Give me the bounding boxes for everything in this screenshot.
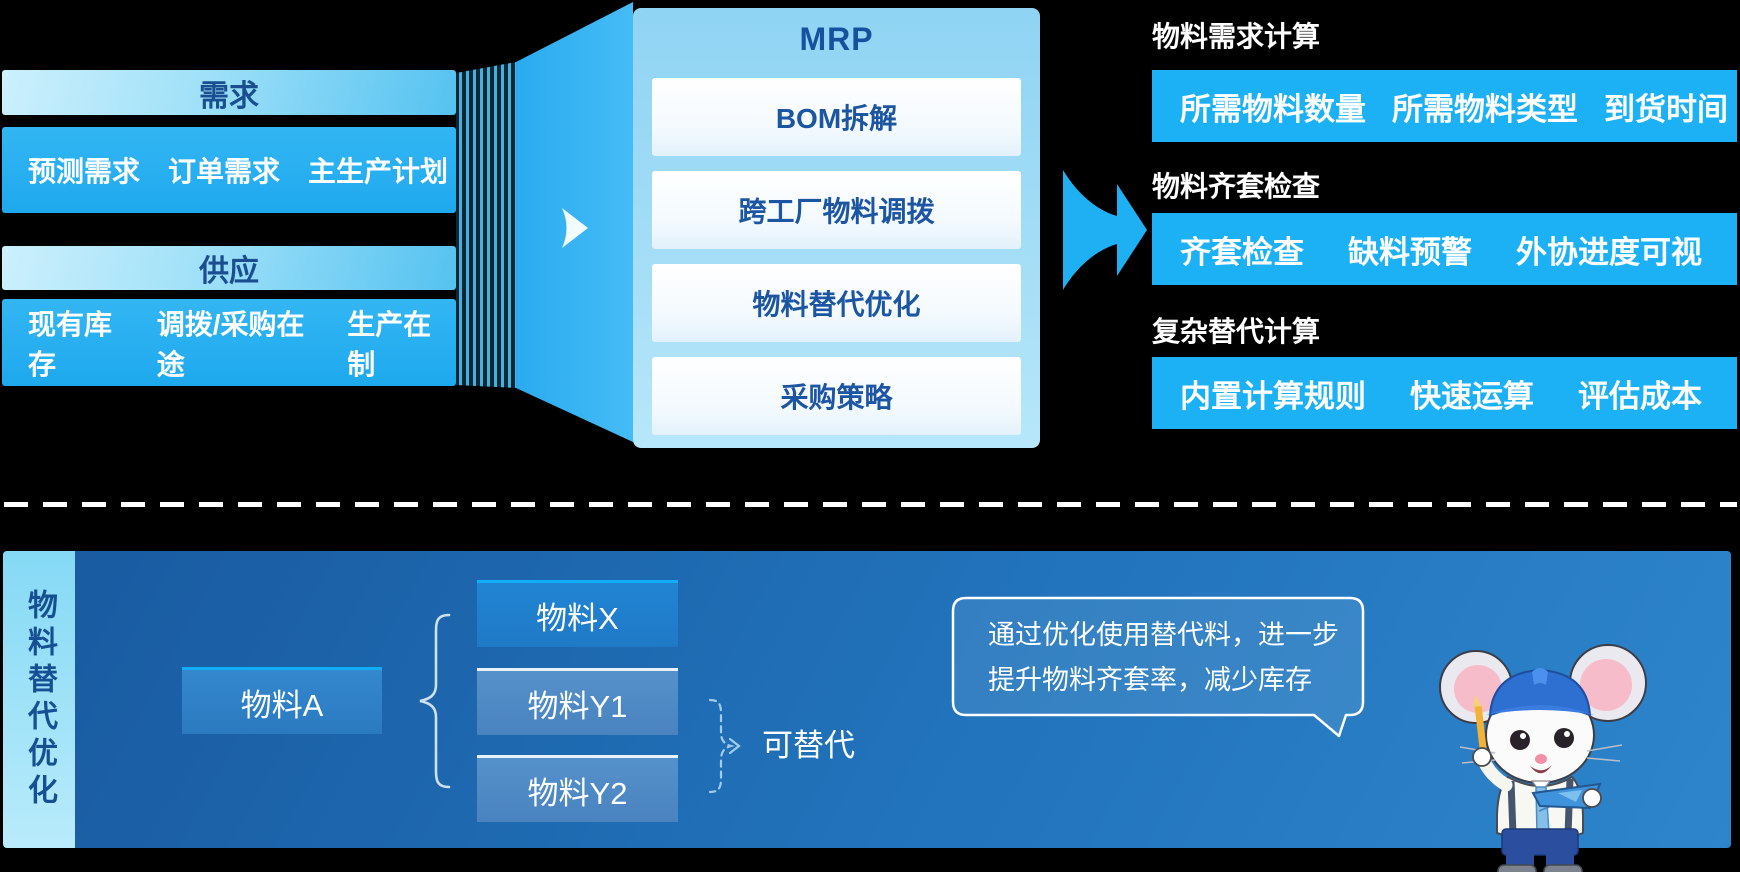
mouse-engineer-mascot bbox=[1439, 644, 1647, 872]
bubble-text: 通过优化使用替代料，进一步 提升物料齐套率，减少库存 bbox=[988, 613, 1340, 703]
output-item: 外协进度可视 bbox=[1516, 234, 1702, 270]
demand-item: 主生产计划 bbox=[308, 156, 449, 187]
mrp-step-transfer: 跨工厂物料调拨 bbox=[652, 171, 1021, 249]
demand-item: 订单需求 bbox=[168, 156, 281, 187]
supply-items-bar: 现有库存 调拨/采购在途 生产在制 bbox=[2, 299, 456, 386]
substitutable-label: 可替代 bbox=[762, 728, 855, 763]
mrp-step-substitution: 物料替代优化 bbox=[652, 264, 1021, 342]
mrp-step-bom: BOM拆解 bbox=[652, 78, 1021, 156]
supply-item: 调拨/采购在途 bbox=[156, 308, 305, 380]
bubble-line2: 提升物料齐套率，减少库存 bbox=[988, 665, 1312, 695]
panel-side-label: 物料替代优化 bbox=[23, 588, 56, 811]
funnel-shape bbox=[456, 2, 633, 442]
mrp-step-procurement: 采购策略 bbox=[652, 357, 1021, 435]
output-item: 内置计算规则 bbox=[1180, 378, 1366, 414]
supply-header-bar: 供应 bbox=[2, 246, 456, 290]
output-bar-substitute-calc: 内置计算规则 快速运算 评估成本 bbox=[1152, 357, 1737, 429]
bubble-line1: 通过优化使用替代料，进一步 bbox=[988, 620, 1339, 650]
output-item: 评估成本 bbox=[1578, 378, 1702, 414]
mrp-panel: MRP BOM拆解 跨工厂物料调拨 物料替代优化 采购策略 bbox=[633, 8, 1040, 448]
panel-side-strip: 物料替代优化 bbox=[3, 551, 75, 848]
mrp-title: MRP bbox=[799, 21, 874, 57]
output-bar-demand-calc: 所需物料数量 所需物料类型 到货时间 bbox=[1152, 70, 1737, 142]
material-y1-box: 物料Y1 bbox=[477, 668, 678, 735]
demand-item: 预测需求 bbox=[28, 156, 141, 187]
output-header-demand-calc: 物料需求计算 bbox=[1152, 21, 1321, 52]
material-a-box: 物料A bbox=[182, 667, 382, 734]
dashed-brace-arrow-icon bbox=[708, 698, 741, 794]
output-header-kitting-check: 物料齐套检查 bbox=[1152, 171, 1321, 202]
arrow-right-icon bbox=[1063, 170, 1147, 290]
output-item: 到货时间 bbox=[1604, 91, 1728, 127]
material-y2-box: 物料Y2 bbox=[477, 755, 678, 822]
substitution-panel: 物料替代优化 物料A 物料X 物料Y1 物料Y2 可替代 通过优化使用替代料，进… bbox=[3, 551, 1731, 872]
brace-icon bbox=[419, 613, 451, 789]
output-item: 所需物料类型 bbox=[1392, 91, 1578, 127]
output-item: 缺料预警 bbox=[1348, 234, 1472, 270]
material-x-box: 物料X bbox=[477, 580, 678, 647]
dashed-divider bbox=[4, 502, 1737, 507]
supply-header-label: 供应 bbox=[199, 255, 259, 288]
output-item: 齐套检查 bbox=[1180, 234, 1304, 270]
output-item: 快速运算 bbox=[1410, 378, 1534, 414]
demand-items-bar: 预测需求 订单需求 主生产计划 bbox=[2, 127, 456, 213]
output-bar-kitting-check: 齐套检查 缺料预警 外协进度可视 bbox=[1152, 213, 1737, 285]
supply-item: 生产在制 bbox=[347, 308, 432, 380]
chevron-right-icon bbox=[562, 208, 588, 248]
output-item: 所需物料数量 bbox=[1180, 91, 1366, 127]
speech-bubble bbox=[951, 596, 1365, 738]
output-header-substitute-calc: 复杂替代计算 bbox=[1152, 316, 1321, 347]
demand-header-bar: 需求 bbox=[2, 70, 456, 115]
funnel-streaks bbox=[456, 62, 516, 388]
demand-header-label: 需求 bbox=[199, 79, 259, 113]
supply-item: 现有库存 bbox=[28, 308, 113, 380]
